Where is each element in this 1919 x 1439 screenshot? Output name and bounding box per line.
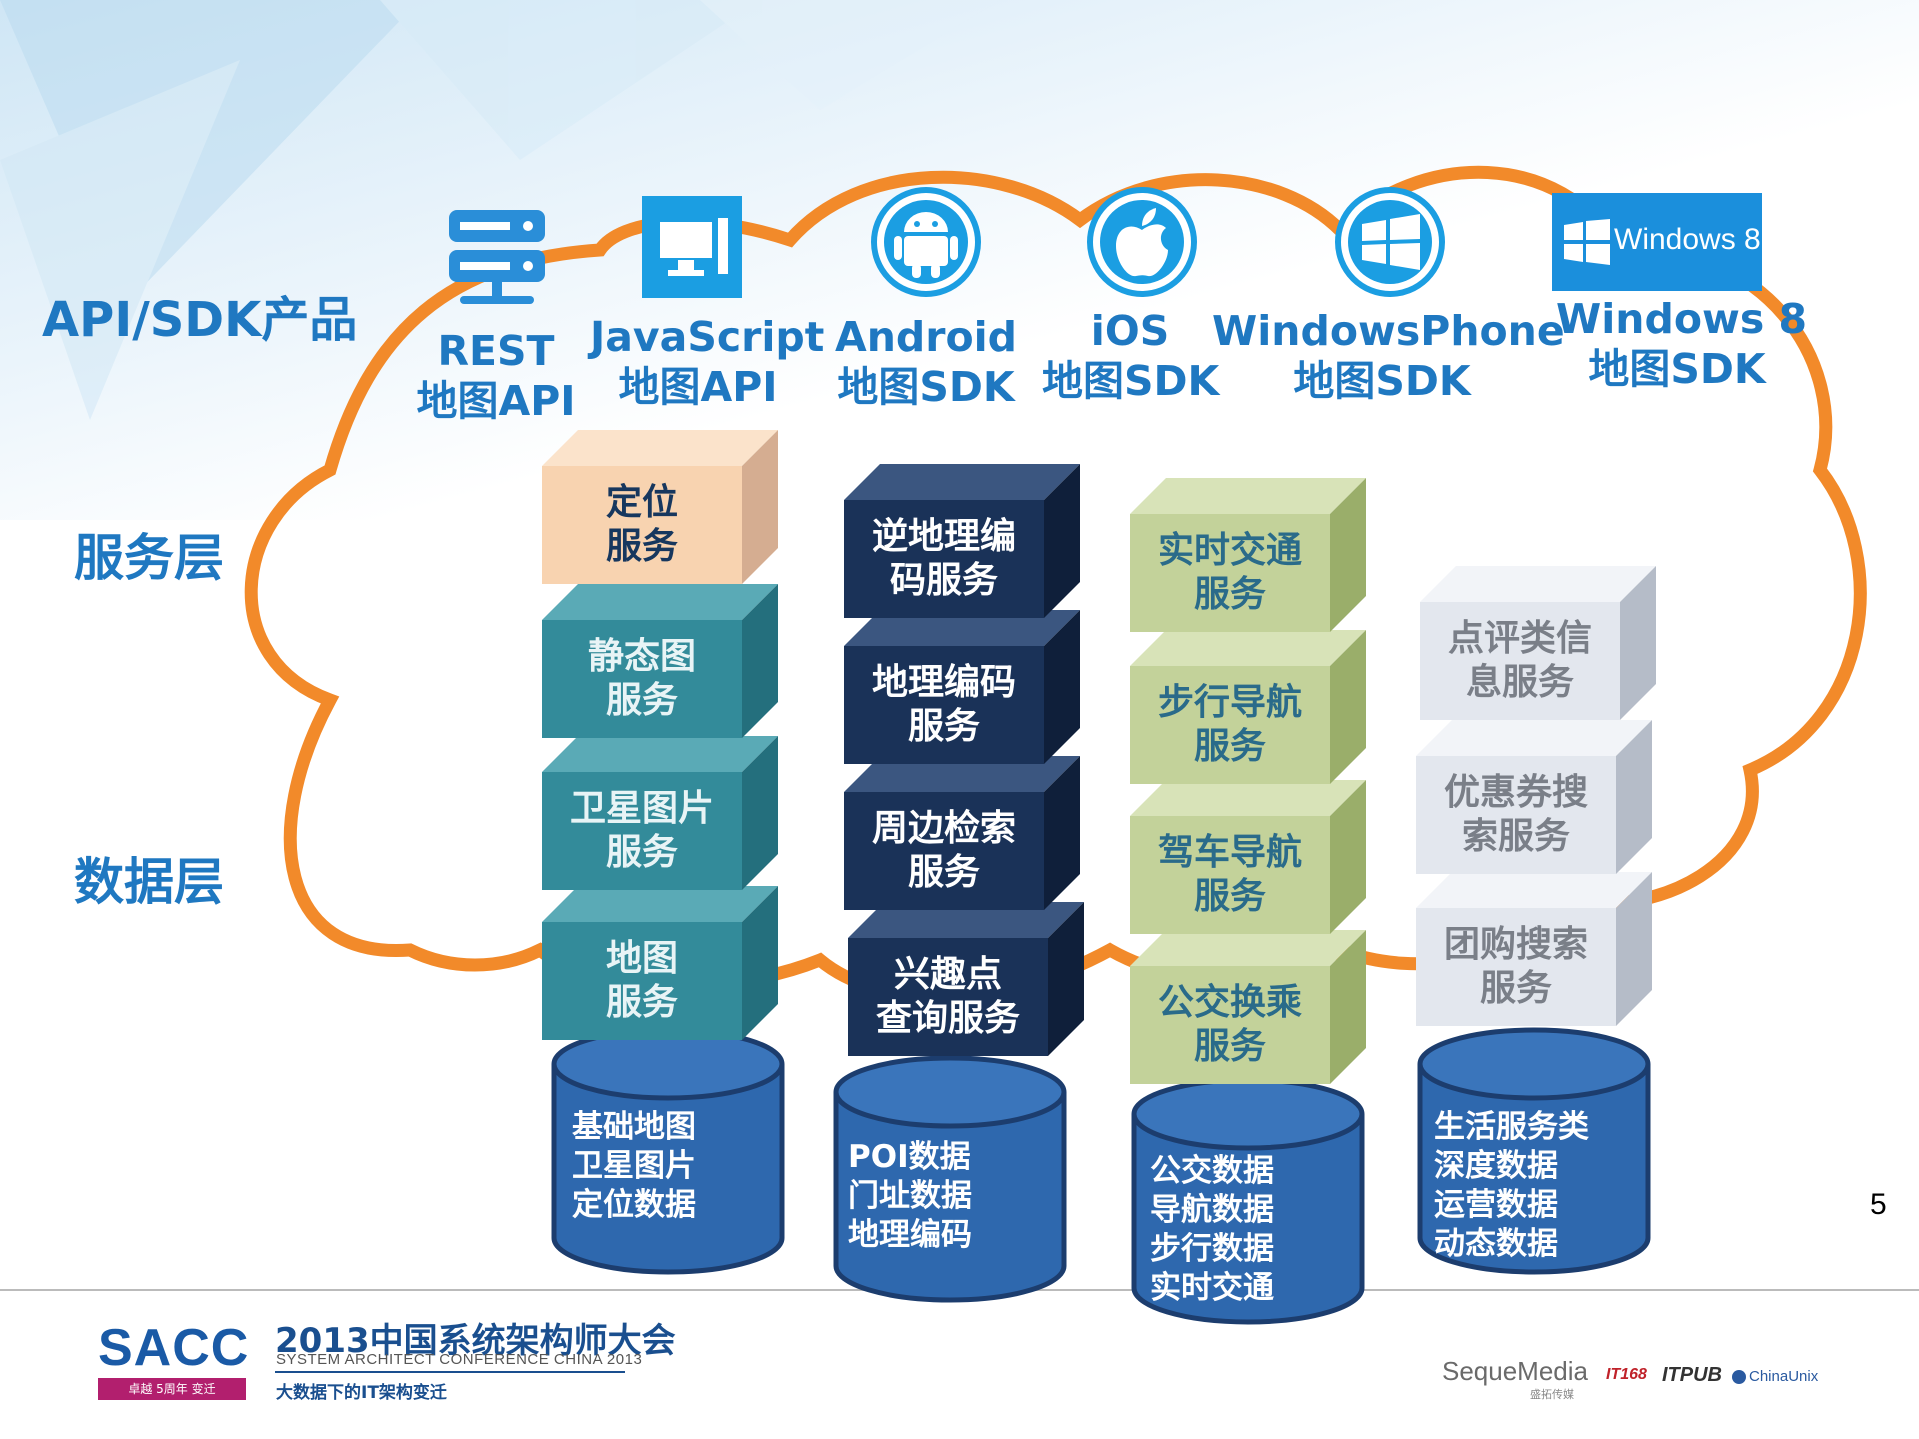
data-item: POI数据 [848, 1139, 971, 1175]
data-item: 动态数据 [1434, 1226, 1558, 1262]
data-item: 深度数据 [1434, 1148, 1558, 1184]
database-col4: 生活服务类 深度数据 运营数据 动态数据 [1416, 1024, 1652, 1284]
windows8-logo: Windows 8 [1552, 193, 1762, 291]
conference-title: 2013中国系统架构师大会 [275, 1321, 676, 1361]
database-col2: POI数据 门址数据 地理编码 [832, 1052, 1068, 1312]
data-item: 基础地图 [572, 1109, 696, 1145]
windows-flag-icon [1564, 219, 1610, 265]
data-item: 实时交通 [1150, 1270, 1274, 1306]
service-box-coupon: 优惠券搜 索服务 [1416, 720, 1652, 874]
service-box-satellite: 卫星图片 服务 [542, 736, 778, 890]
data-item: 公交数据 [1150, 1153, 1274, 1189]
product-windows8: Windows 8 地图SDK [1556, 295, 1808, 393]
service-box-transit: 公交换乘 服务 [1130, 930, 1366, 1084]
data-layer-label: 数据层 [74, 853, 224, 911]
windows-phone-icon [1334, 186, 1446, 298]
product-windowsphone: WindowsPhone 地图SDK [1212, 307, 1565, 405]
conference-subtitle: 大数据下的IT架构变迁 [276, 1383, 447, 1403]
sponsor-sequemedia: SequeMedia [1442, 1356, 1588, 1386]
apple-icon [1086, 186, 1198, 298]
service-box-geocode: 地理编码 服务 [844, 610, 1080, 764]
monitor-icon [642, 196, 742, 298]
android-icon [870, 186, 982, 298]
sponsor-shengtuo: 盛拓传媒 [1530, 1389, 1574, 1401]
sponsor-itpub: ITPUB [1662, 1364, 1722, 1386]
sacc-logo: SACC [98, 1319, 250, 1377]
product-ios: iOS 地图SDK [1042, 307, 1220, 405]
anniversary-badge: 卓越 5周年 变迁 [98, 1378, 246, 1400]
server-icon [446, 208, 548, 308]
service-box-nearby: 周边检索 服务 [844, 756, 1080, 910]
service-box-driving: 驾车导航 服务 [1130, 780, 1366, 934]
product-android: Android 地图SDK [834, 313, 1018, 411]
database-cylinder [833, 1055, 1067, 1303]
sky-shards [0, 0, 1000, 420]
page-number: 5 [1870, 1188, 1887, 1221]
service-box-poi: 兴趣点 查询服务 [848, 902, 1084, 1056]
data-item: 运营数据 [1434, 1187, 1558, 1223]
sponsor-it168: IT168 [1606, 1366, 1647, 1383]
data-item: 生活服务类 [1434, 1109, 1589, 1145]
service-layer-label: 服务层 [74, 529, 224, 587]
service-box-group-buy: 团购搜索 服务 [1416, 872, 1652, 1026]
conference-title-en: SYSTEM ARCHITECT CONFERENCE CHINA 2013 [276, 1351, 643, 1368]
data-item: 卫星图片 [572, 1148, 696, 1184]
database-cylinder [1131, 1077, 1365, 1325]
service-box-location: 定位 服务 [542, 430, 778, 584]
product-rest: REST 地图API [416, 327, 576, 425]
data-item: 导航数据 [1150, 1192, 1274, 1228]
database-col3: 公交数据 导航数据 步行数据 实时交通 [1130, 1074, 1366, 1334]
database-cylinder [1417, 1027, 1651, 1275]
chinaunix-icon [1732, 1370, 1746, 1385]
product-javascript: JavaScript 地图API [590, 313, 825, 411]
data-item: 地理编码 [848, 1217, 972, 1253]
service-box-static-map: 静态图 服务 [542, 584, 778, 738]
service-box-review: 点评类信 息服务 [1420, 566, 1656, 720]
windows8-logo-text: Windows 8 [1614, 223, 1761, 256]
api-sdk-label: API/SDK产品 [42, 292, 358, 348]
service-box-realtime-traffic: 实时交通 服务 [1130, 478, 1366, 632]
sponsor-chinaunix: ChinaUnix [1732, 1368, 1818, 1385]
database-cylinder [551, 1027, 785, 1275]
data-item: 定位数据 [572, 1187, 696, 1223]
data-item: 门址数据 [848, 1178, 972, 1214]
service-box-map: 地图 服务 [542, 886, 778, 1040]
data-item: 步行数据 [1150, 1231, 1274, 1267]
service-box-walking: 步行导航 服务 [1130, 630, 1366, 784]
database-col1: 基础地图 卫星图片 定位数据 [550, 1024, 786, 1284]
service-box-reverse-geocode: 逆地理编 码服务 [844, 464, 1080, 618]
